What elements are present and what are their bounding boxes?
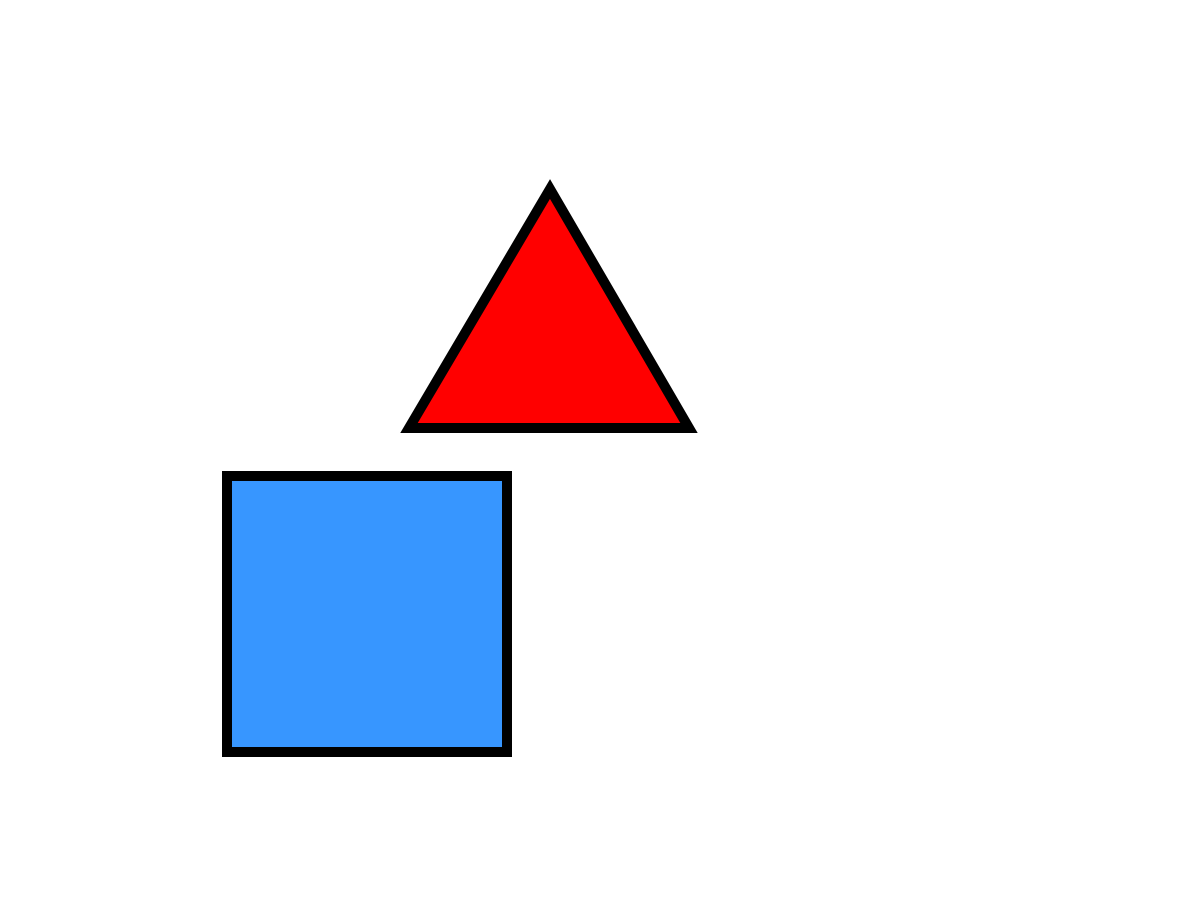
- red-triangle: [400, 179, 698, 433]
- blue-square: [222, 471, 512, 757]
